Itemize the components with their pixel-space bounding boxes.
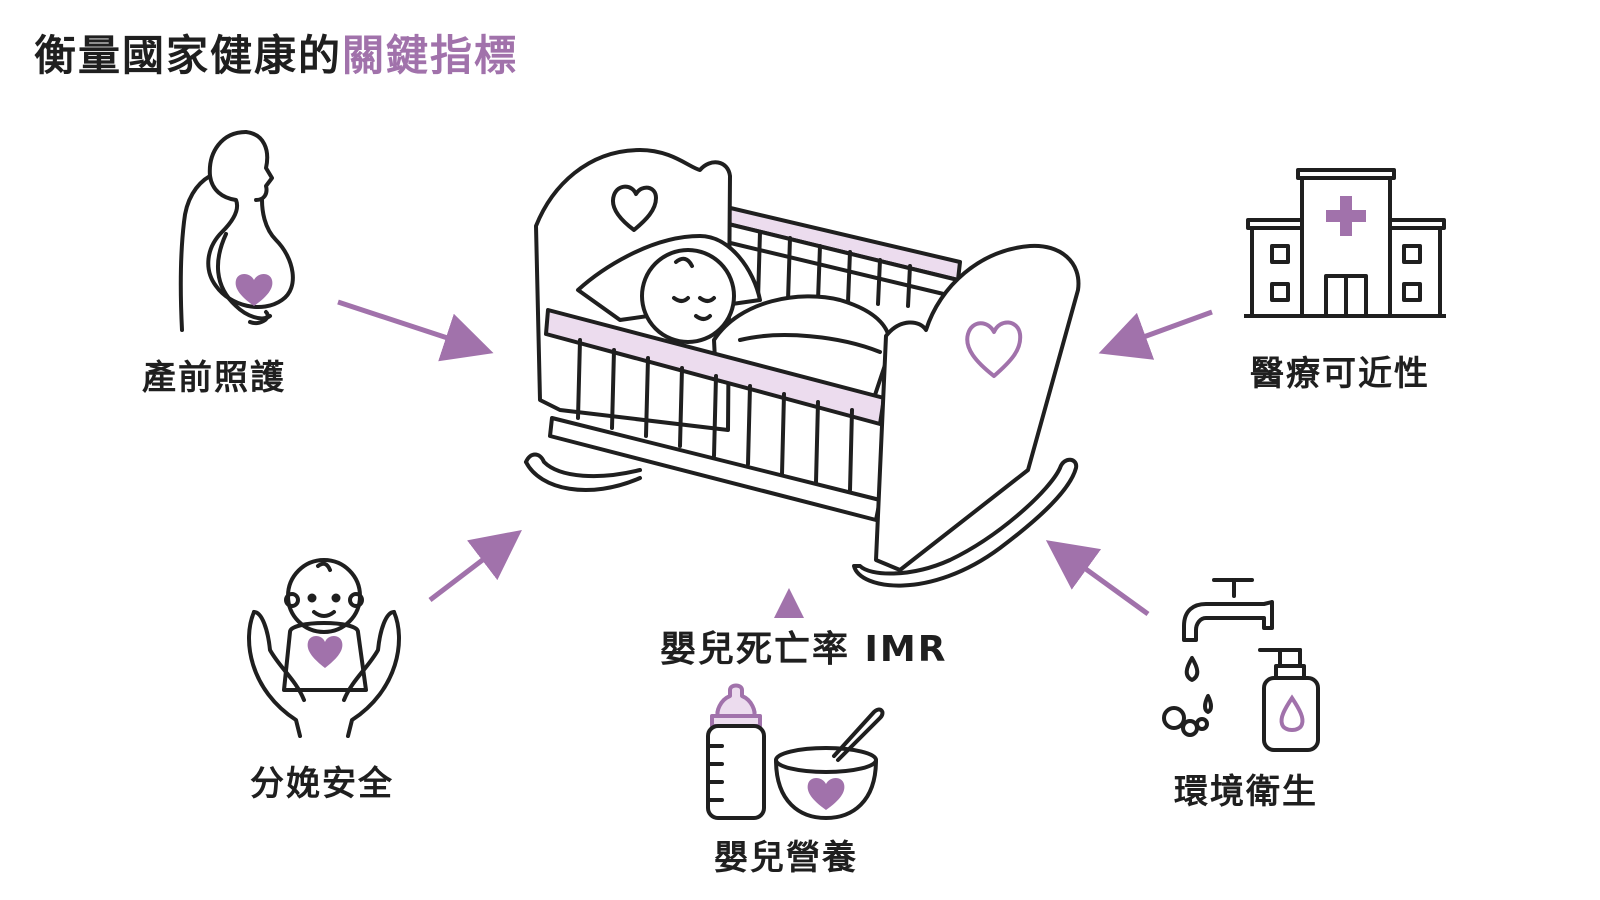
factor-label-prenatal-care: 產前照護 [142, 358, 286, 398]
arrows [337, 299, 1213, 618]
crib-right-heart [965, 320, 1023, 378]
title-main: 衡量國家健康的 [34, 31, 343, 80]
factor-label-delivery-safety: 分娩安全 [250, 764, 394, 804]
hospital-cross-icon [1326, 196, 1366, 236]
crib-right-footboard [874, 243, 1081, 572]
center-label-imr: 嬰兒死亡率 IMR [660, 629, 948, 670]
arrow-delivery-safety [428, 529, 522, 602]
crib-left-heart [611, 184, 658, 232]
baby-heart-icon [307, 636, 343, 668]
crib-right-rocker [852, 457, 1079, 588]
soap-drop-icon [1279, 694, 1305, 732]
pregnant-woman-icon [178, 130, 295, 332]
factor-label-environmental-hygiene: 環境衛生 [1174, 772, 1318, 812]
crib-front-rail [544, 308, 886, 522]
factor-label-infant-nutrition: 嬰兒營養 [714, 838, 858, 878]
faucet-and-soap-icon [1162, 578, 1320, 752]
title-highlight: 關鍵指標 [342, 31, 519, 80]
arrow-hygiene [1045, 540, 1150, 617]
rocking-crib-with-sleeping-baby-icon [524, 148, 1081, 588]
bottle-and-bowl-icon [706, 683, 885, 820]
factor-label-medical-access: 醫療可近性 [1250, 354, 1430, 394]
hospital-icon [1244, 168, 1446, 318]
arrow-prenatal [337, 299, 494, 362]
crib-back-rail [716, 204, 962, 308]
page-title: 衡量國家健康的關鍵指標 [34, 22, 518, 83]
arrow-medical-access [1098, 309, 1213, 360]
hands-holding-baby-icon [247, 558, 401, 738]
pregnant-heart-icon [235, 274, 273, 306]
crib-left-rocker [524, 460, 642, 492]
bowl-heart-icon [807, 778, 845, 810]
